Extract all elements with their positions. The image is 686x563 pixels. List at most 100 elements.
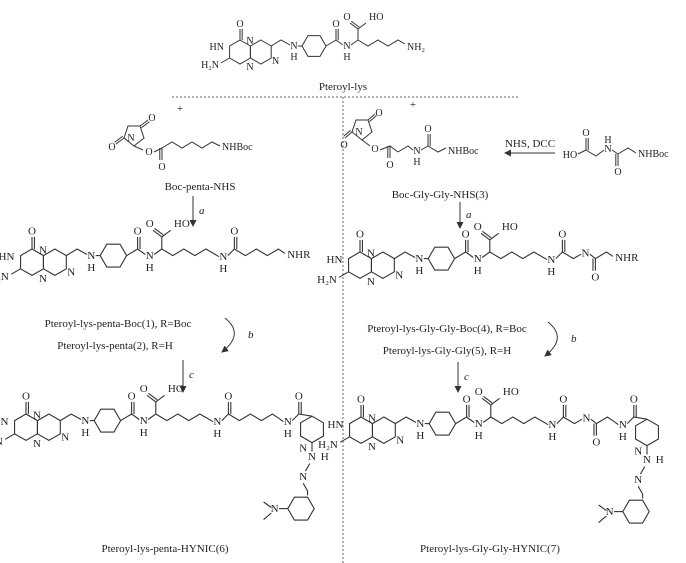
atom-label: O [230,226,238,238]
atom-label: N [246,36,253,47]
atom-label: O [236,19,243,30]
product-2-label: Pteroyl-lys-penta(2), R=H [57,340,173,352]
atom-label: H [290,52,297,63]
product-1-2-structure: OHNH₂NNNNNHONHOHONHONHR [0,218,311,285]
atom-label: N [140,415,148,427]
atom-label: N [413,146,420,157]
atom-label: HO [502,221,518,233]
bond [155,394,165,403]
atom-label: O [614,167,621,178]
bond [155,413,208,422]
atom-label: HN [0,416,8,428]
atom-label: N [368,441,376,453]
bond [635,418,659,447]
bond [123,125,145,147]
atom-label: O [559,394,567,406]
atom-label: O [371,144,378,155]
atom-label: H [475,430,483,442]
bond [617,147,637,155]
atom-label: N [396,434,404,446]
bond [454,251,466,260]
atom-label: HO [503,386,519,398]
bond [4,433,15,440]
bond [428,411,457,436]
bond [563,416,583,425]
bond [482,416,492,423]
bond [114,135,123,143]
atom-label: O [22,391,30,403]
bond [221,413,229,421]
atom-label: H [321,451,329,463]
atom-label: O [140,383,148,395]
bond [338,271,349,278]
atom-label: N [127,133,134,144]
step-c-right: c [464,371,469,383]
bond [213,252,220,258]
bond [349,22,359,30]
bond [489,232,499,241]
atom-label: O [592,437,600,449]
bond [556,416,564,424]
bond [361,139,371,147]
atom-label: H [619,431,627,443]
bond [420,145,429,151]
bond [147,413,157,420]
atom-label: H [213,428,221,440]
bond [131,413,140,420]
product-6-structure: OHNH₂NNNNNHONHOHONHONHONNHNN [0,383,329,521]
atom-label: N [634,445,642,457]
bond [397,145,414,153]
bond [637,486,644,495]
bond [42,248,67,277]
atom-label: N [299,442,307,454]
bond [562,251,582,260]
bond [339,436,350,443]
bond [369,115,377,123]
atom-label: H₂N [318,439,338,451]
bond [301,35,327,57]
bond [611,149,619,155]
atom-label: O [108,142,115,153]
atom-label: HN [0,251,14,263]
bond [263,512,272,521]
atom-label: N [619,419,627,431]
bond [639,466,646,475]
arrow-b-left [221,317,235,353]
atom-label: HO [174,218,190,230]
bond [148,392,158,401]
bond [595,251,614,260]
atom-label: N [634,474,642,486]
bond [141,121,150,129]
bond [357,22,367,30]
atom-label: H [81,427,89,439]
atom-label: O [558,229,566,241]
atom-label: H [140,427,148,439]
bond [394,251,416,260]
bond [227,248,235,256]
bond [370,251,395,280]
bond [207,417,214,423]
bond [153,147,163,153]
atom-label: O [591,272,599,284]
atom-label: O [475,386,483,398]
atom-label: O [463,394,471,406]
atom-label: O [357,394,365,406]
boc-gly-gly-nhs-label: Boc-Gly-Gly-NHS(3) [392,189,489,201]
bond [270,39,291,47]
bond [596,416,615,425]
bond [249,39,272,65]
atom-label: N [33,438,41,450]
atom-label: H₂N [0,436,3,448]
bond [120,413,132,422]
bond [298,413,313,417]
atom-label: O [158,162,165,173]
bond [395,416,417,425]
bond [598,504,607,511]
atom-label: N [67,266,75,278]
product-5-label: Pteroyl-lys-Gly-Gly(5), R=H [383,345,511,357]
left-plus: + [177,103,183,115]
bond [357,39,406,47]
